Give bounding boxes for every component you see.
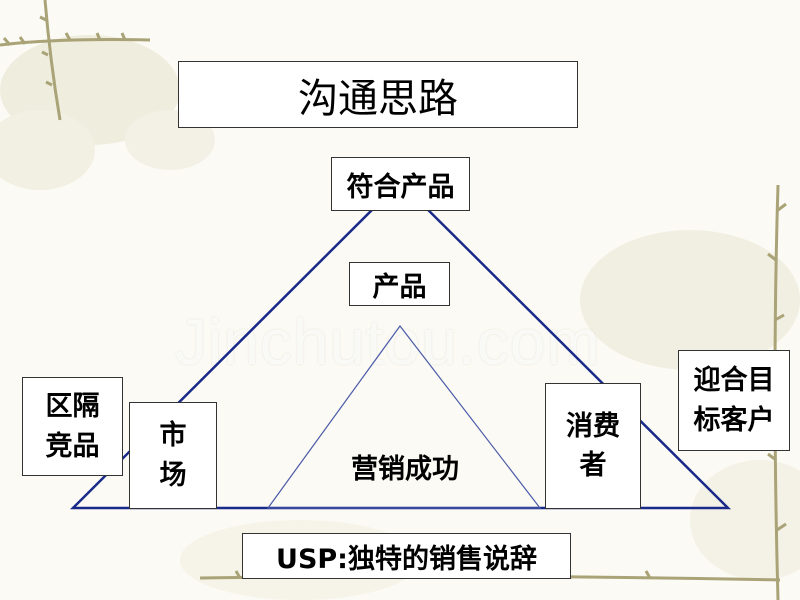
label-fit-product-text: 符合产品 bbox=[346, 171, 455, 203]
label-marketing-success: 营销成功 bbox=[351, 454, 459, 485]
label-differentiate-line2: 竞品 bbox=[45, 430, 100, 462]
inner-triangle bbox=[266, 324, 542, 509]
label-market: 市 场 bbox=[129, 402, 217, 509]
label-usp: USP:独特的销售说辞 bbox=[242, 533, 571, 579]
label-differentiate-line1: 区隔 bbox=[45, 391, 100, 423]
page-title: 沟通思路 bbox=[178, 61, 578, 128]
branch-decoration-top-left bbox=[0, 0, 151, 121]
label-target-line1: 迎合目 bbox=[693, 365, 775, 397]
label-fit-product: 符合产品 bbox=[331, 157, 470, 211]
page-title-text: 沟通思路 bbox=[298, 75, 458, 122]
label-market-line1: 市 bbox=[159, 420, 187, 452]
watermark-text: Jinchutou.com bbox=[175, 306, 601, 378]
label-consumer: 消费 者 bbox=[545, 383, 641, 509]
label-consumer-line1: 消费 bbox=[566, 410, 620, 442]
label-usp-text: USP:独特的销售说辞 bbox=[276, 543, 537, 575]
label-market-line2: 场 bbox=[159, 459, 187, 491]
flower-decoration-right bbox=[180, 230, 800, 600]
label-product-text: 产品 bbox=[372, 271, 427, 303]
label-target-line2: 标客户 bbox=[693, 404, 775, 436]
label-consumer-line2: 者 bbox=[579, 450, 607, 481]
label-target-customers: 迎合目 标客户 bbox=[678, 350, 790, 451]
label-product: 产品 bbox=[349, 262, 450, 306]
label-differentiate-competitors: 区隔 竞品 bbox=[22, 377, 123, 476]
